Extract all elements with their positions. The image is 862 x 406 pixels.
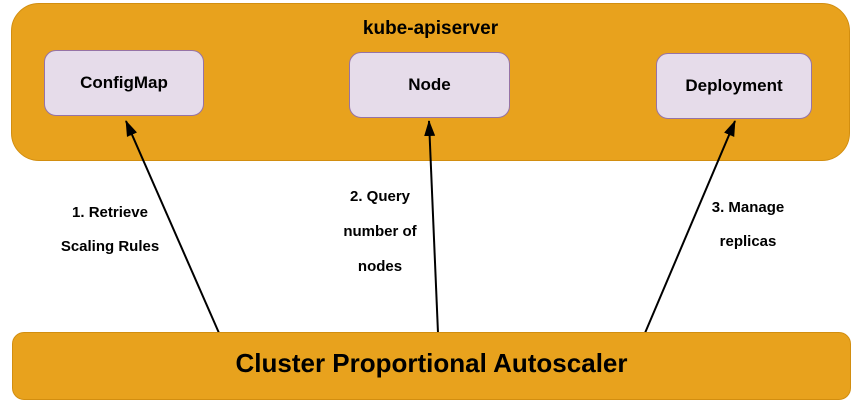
edge-label-line: 3. Manage (711, 199, 785, 216)
node-node: Node (349, 52, 510, 118)
configmap-node: ConfigMap (44, 50, 204, 116)
edge-label-line: number of (343, 223, 417, 240)
edge-label-query-number-of-nodes: 2. Query number of nodes (330, 179, 430, 284)
edge-label-line: 1. Retrieve (72, 204, 148, 221)
edge-label-line: Scaling Rules (60, 238, 160, 255)
kube-apiserver-title: kube-apiserver (362, 18, 499, 39)
cluster-proportional-autoscaler-title: Cluster Proportional Autoscaler (235, 347, 628, 378)
configmap-label: ConfigMap (80, 73, 168, 92)
cluster-proportional-autoscaler-container: Cluster Proportional Autoscaler (12, 332, 851, 400)
edge-label-line: replicas (719, 233, 777, 250)
node-label: Node (408, 75, 451, 94)
deployment-node: Deployment (656, 53, 812, 119)
deployment-label: Deployment (685, 76, 783, 95)
edge-label-manage-replicas: 3. Manage replicas (700, 191, 796, 259)
edge-label-retrieve-scaling-rules: 1. Retrieve Scaling Rules (40, 196, 180, 264)
edge-label-line: nodes (357, 258, 403, 275)
edge-label-line: 2. Query (349, 188, 411, 205)
